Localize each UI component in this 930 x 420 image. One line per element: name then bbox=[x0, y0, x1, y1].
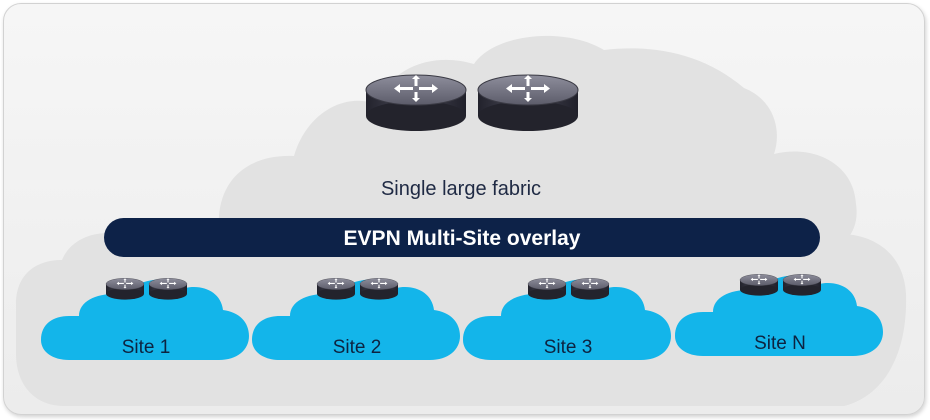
router-icon bbox=[527, 278, 567, 300]
router-icon bbox=[782, 274, 822, 296]
fabric-label: Single large fabric bbox=[381, 178, 541, 200]
router-icon bbox=[359, 278, 399, 300]
router-icon bbox=[148, 278, 188, 300]
router-icon bbox=[477, 74, 579, 132]
router-icon bbox=[105, 278, 145, 300]
router-icon bbox=[365, 74, 467, 132]
background-cloud-icon bbox=[16, 35, 907, 406]
site-label: Site 1 bbox=[122, 337, 171, 358]
diagram-frame: Single large fabric EVPN Multi-Site over… bbox=[3, 3, 925, 415]
site-2: Site 2 bbox=[252, 278, 460, 360]
site-label: Site 2 bbox=[333, 337, 382, 358]
overlay-bar: EVPN Multi-Site overlay bbox=[104, 218, 820, 257]
site-label: Site 3 bbox=[544, 337, 593, 358]
site-n: Site N bbox=[675, 274, 883, 356]
core-router-left bbox=[365, 74, 467, 132]
diagram-canvas: Single large fabric EVPN Multi-Site over… bbox=[16, 35, 907, 406]
router-icon bbox=[570, 278, 610, 300]
router-icon bbox=[316, 278, 356, 300]
site-3: Site 3 bbox=[463, 278, 671, 360]
site-label: Site N bbox=[754, 333, 806, 354]
router-icon bbox=[739, 274, 779, 296]
core-router-right bbox=[477, 74, 579, 132]
site-1: Site 1 bbox=[41, 278, 249, 360]
overlay-label: EVPN Multi-Site overlay bbox=[344, 227, 581, 250]
